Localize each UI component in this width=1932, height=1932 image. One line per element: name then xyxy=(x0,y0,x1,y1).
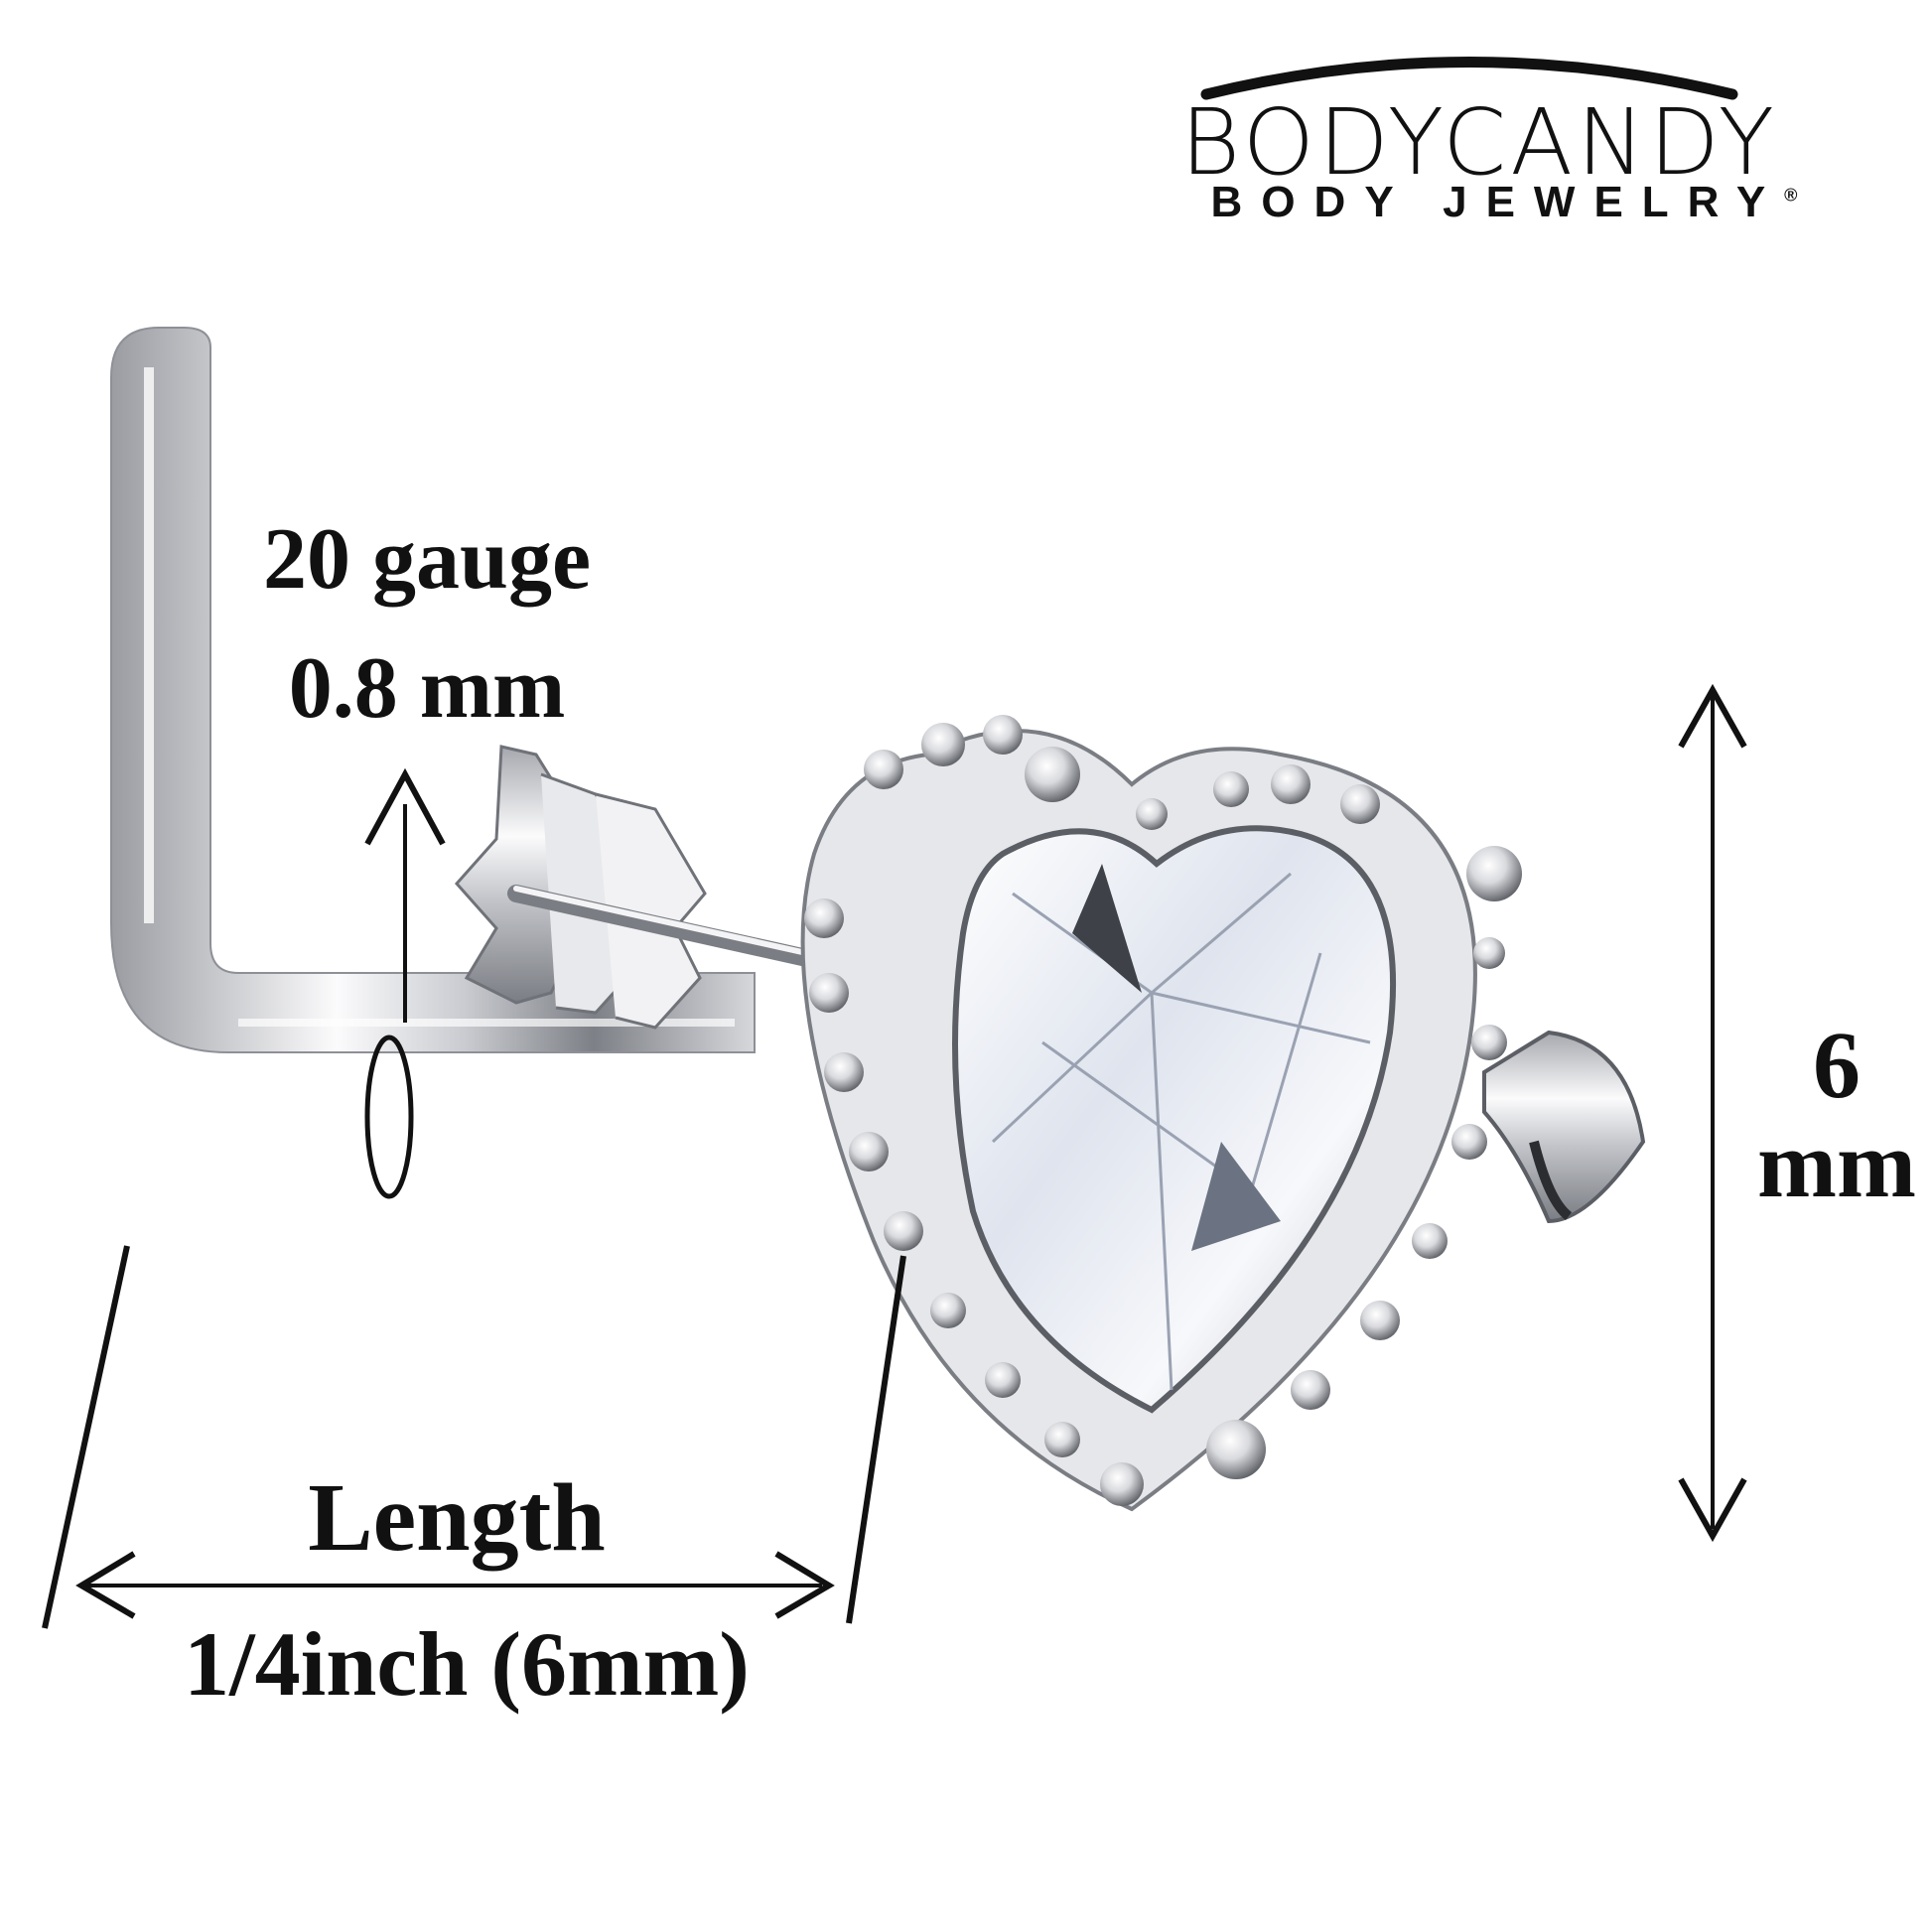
height-unit: mm xyxy=(1757,1111,1916,1217)
registered-mark: ® xyxy=(1784,185,1798,206)
brand-logo: BODYCANDY xyxy=(1179,89,1778,196)
length-label: Length xyxy=(308,1464,606,1572)
gauge-label: 20 gauge xyxy=(263,511,591,608)
brand-tagline: BODY JEWELRY® xyxy=(1092,181,1916,224)
gauge-mm-label: 0.8 mm xyxy=(288,640,566,737)
height-arrow xyxy=(1678,683,1747,1543)
height-value: 6 xyxy=(1813,1012,1861,1118)
arrow-head xyxy=(1482,1030,1646,1224)
length-value: 1/4inch (6mm) xyxy=(184,1613,750,1715)
gauge-ring xyxy=(364,1035,414,1199)
gauge-arrow xyxy=(364,767,446,1199)
length-extension-right xyxy=(846,1255,906,1624)
bead-border xyxy=(804,715,1522,1506)
length-extension-left xyxy=(42,1245,130,1629)
length-arrow xyxy=(75,1551,835,1619)
brand-tagline-text: BODY JEWELRY xyxy=(1210,178,1785,226)
heart-setting xyxy=(800,729,1477,1512)
